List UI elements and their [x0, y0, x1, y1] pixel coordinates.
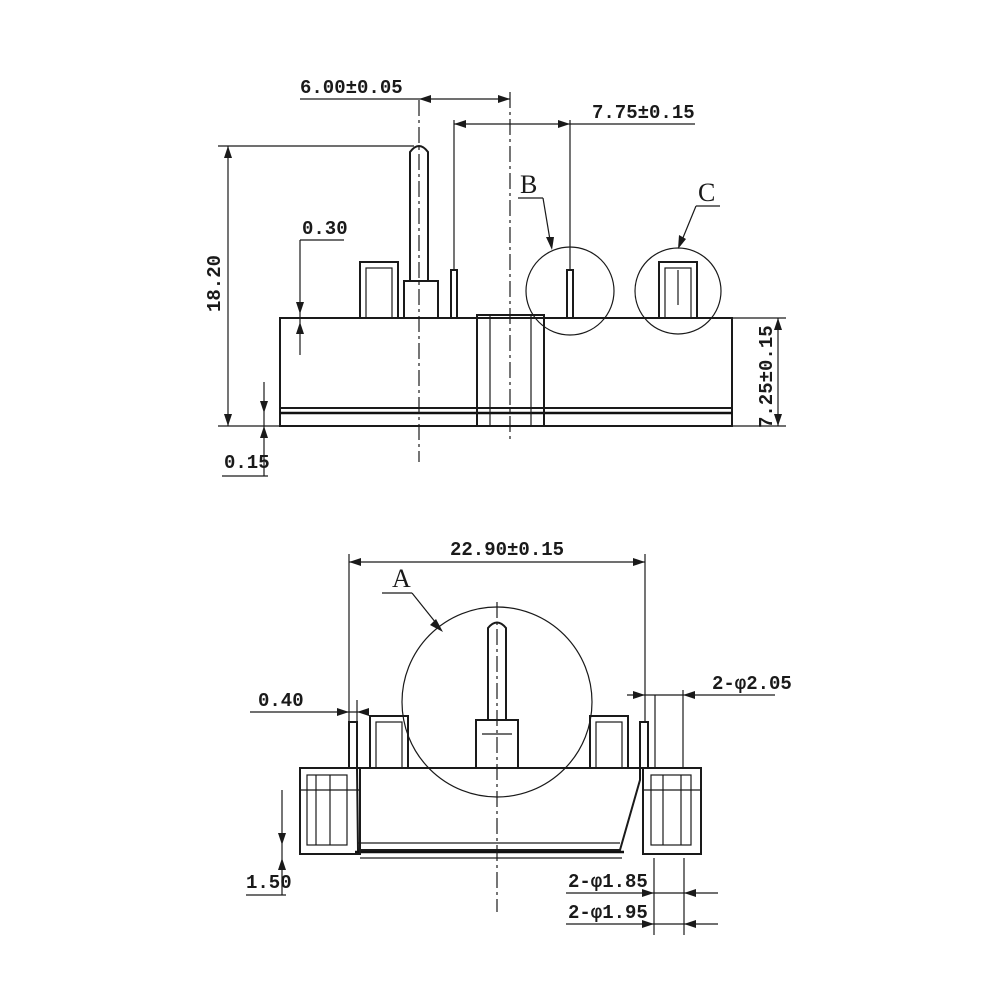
- dim-pin-offset-arrow-left: [419, 95, 431, 103]
- dim-step-arrow-top: [296, 302, 304, 314]
- dim-hole-large-arrow-left: [633, 691, 645, 699]
- front-body-outline: [355, 767, 641, 851]
- dim-hole-small-b-arrow-left: [642, 920, 654, 928]
- front-right-housing-inner: [595, 721, 623, 769]
- dim-width-label: 22.90±0.15: [450, 539, 564, 561]
- left-foot: [299, 767, 361, 855]
- front-view: A 22.90±0.15 0.40 2-φ2.05 1.50: [246, 539, 792, 935]
- dim-foot-arrow-bottom: [278, 858, 286, 870]
- detail-c-arrow: [678, 235, 686, 249]
- right-foot-inner: [650, 774, 692, 846]
- detail-b-arrow: [546, 237, 554, 250]
- dim-hole-small-b-arrow-right: [684, 920, 696, 928]
- left-foot-inner: [306, 774, 348, 846]
- dim-pin-pitch-label: 7.75±0.15: [592, 102, 695, 124]
- detail-b-contact: [566, 269, 574, 319]
- dim-body-height-arrow-top: [774, 318, 782, 330]
- side-view: 6.00±0.05 7.75±0.15 18.20 0.30 7.25±0.15: [204, 77, 786, 477]
- dim-body-height-label: 7.25±0.15: [756, 325, 778, 428]
- right-pin-housing-inner: [664, 267, 692, 319]
- dim-tab-arrow-left: [337, 708, 349, 716]
- dim-height-arrow-top: [224, 146, 232, 158]
- small-contact: [450, 269, 458, 319]
- dim-tab-label: 0.40: [258, 690, 304, 712]
- dim-pin-pitch-arrow-right: [558, 120, 570, 128]
- dim-step-arrow-bottom: [296, 322, 304, 334]
- dim-hole-large-arrow-right: [683, 691, 695, 699]
- dim-base-gap-arrow-bottom: [260, 426, 268, 438]
- dim-height-label: 18.20: [204, 255, 226, 312]
- left-tab: [348, 721, 358, 769]
- dim-hole-small-b-label: 2-φ1.95: [568, 902, 648, 924]
- right-foot: [642, 767, 702, 855]
- dim-foot-label: 1.50: [246, 872, 292, 894]
- detail-b-label: B: [520, 170, 537, 199]
- dim-body-height-arrow-bottom: [774, 414, 782, 426]
- detail-c-label: C: [698, 178, 715, 207]
- dim-base-gap-label: 0.15: [224, 452, 270, 474]
- long-pin: [409, 145, 429, 281]
- dim-hole-small-a-arrow-left: [642, 889, 654, 897]
- dim-width-arrow-right: [633, 558, 645, 566]
- dim-hole-small-a-label: 2-φ1.85: [568, 871, 648, 893]
- dim-width-arrow-left: [349, 558, 361, 566]
- detail-a-arrow: [430, 619, 443, 632]
- detail-c-circle: [634, 247, 722, 335]
- front-left-housing-inner: [375, 721, 403, 769]
- right-tab: [639, 721, 649, 769]
- dim-base-gap-arrow-top: [260, 401, 268, 413]
- body-outline: [279, 317, 733, 427]
- dim-pin-offset-arrow-right: [498, 95, 510, 103]
- dim-hole-small-a-arrow-right: [684, 889, 696, 897]
- dim-step-label: 0.30: [302, 218, 348, 240]
- dim-height-arrow-bottom: [224, 414, 232, 426]
- dim-pin-pitch-arrow-left: [454, 120, 466, 128]
- left-pin-housing-inner: [365, 267, 393, 319]
- pin-base: [403, 280, 439, 319]
- detail-a-label: A: [392, 564, 411, 593]
- dim-foot-arrow-top: [278, 833, 286, 845]
- dim-pin-offset-label: 6.00±0.05: [300, 77, 403, 99]
- dim-tab-arrow-right: [357, 708, 369, 716]
- dim-hole-large-label: 2-φ2.05: [712, 673, 792, 695]
- detail-a-circle: [401, 606, 593, 798]
